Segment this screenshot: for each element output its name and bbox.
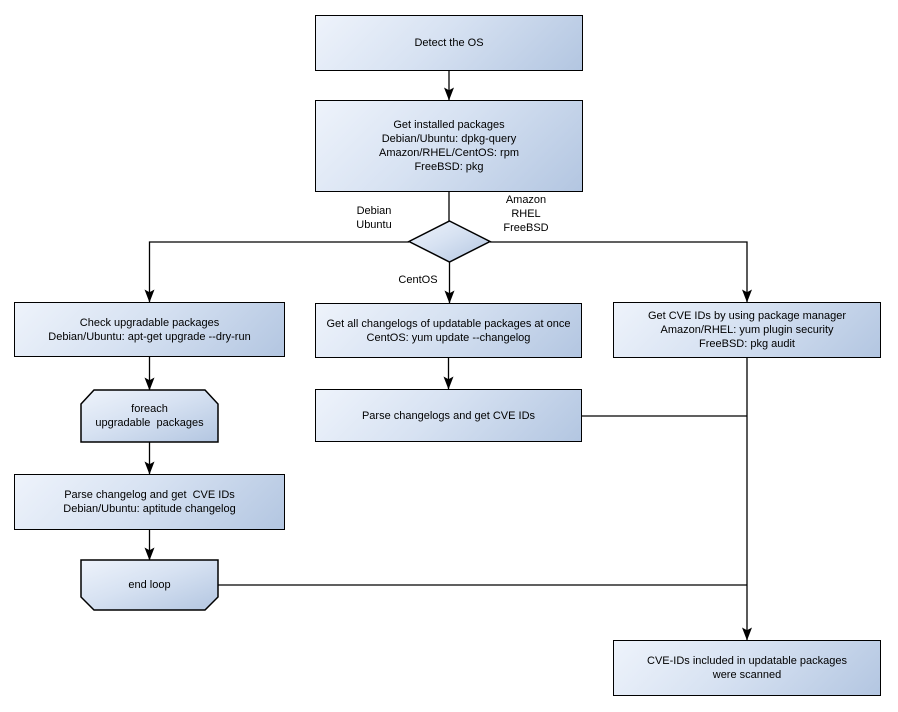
loop-end: end loop [81, 560, 218, 610]
loop-end-shape [80, 559, 219, 611]
decision-diamond [407, 220, 492, 263]
node-parse-changelogs-centos-label: Parse changelogs and get CVE IDs [361, 409, 536, 422]
node-parse-changelog-debian: Parse changelog and get CVE IDs Debian/U… [14, 474, 285, 530]
node-check-upgradable-packages: Check upgradable packages Debian/Ubuntu:… [14, 302, 285, 357]
edge-label-amazon-rhel-freebsd-text: Amazon RHEL FreeBSD [503, 194, 549, 234]
edge-label-debian-ubuntu: Debian Ubuntu [340, 203, 408, 233]
node-get-installed-packages: Get installed packages Debian/Ubuntu: dp… [315, 100, 583, 192]
loop-start-foreach-label: foreach upgradable packages [95, 403, 204, 429]
node-get-installed-packages-label: Get installed packages Debian/Ubuntu: dp… [379, 119, 519, 173]
node-get-cve-ids-package-manager-label: Get CVE IDs by using package manager Ama… [647, 310, 847, 350]
node-parse-changelog-debian-label: Parse changelog and get CVE IDs Debian/U… [63, 489, 236, 515]
node-get-all-changelogs: Get all changelogs of updatable packages… [315, 303, 582, 358]
node-detect-os-label: Detect the OS [414, 37, 484, 49]
edge-decision-to-check-upgradable [144, 241, 409, 303]
edge-label-debian-ubuntu-text: Debian Ubuntu [356, 205, 392, 231]
edge-label-centos: CentOS [386, 272, 450, 288]
node-get-all-changelogs-label: Get all changelogs of updatable packages… [326, 317, 571, 344]
node-check-upgradable-packages-label: Check upgradable packages Debian/Ubuntu:… [48, 316, 251, 343]
edge-decision-to-get-cve-ids [490, 241, 752, 303]
edge-label-centos-text: CentOS [398, 274, 438, 286]
node-parse-changelogs-centos: Parse changelogs and get CVE IDs [315, 389, 582, 442]
loop-start-foreach: foreach upgradable packages [81, 390, 218, 442]
node-scan-result: CVE-IDs included in updatable packages w… [613, 640, 881, 696]
loop-start-shape [80, 389, 219, 443]
connectors [144, 71, 752, 641]
edge-label-amazon-rhel-freebsd: Amazon RHEL FreeBSD [492, 192, 560, 236]
loop-end-label: end loop [128, 579, 171, 591]
node-detect-os: Detect the OS [315, 15, 583, 71]
node-get-cve-ids-package-manager: Get CVE IDs by using package manager Ama… [613, 302, 881, 358]
node-scan-result-label: CVE-IDs included in updatable packages w… [647, 655, 847, 681]
